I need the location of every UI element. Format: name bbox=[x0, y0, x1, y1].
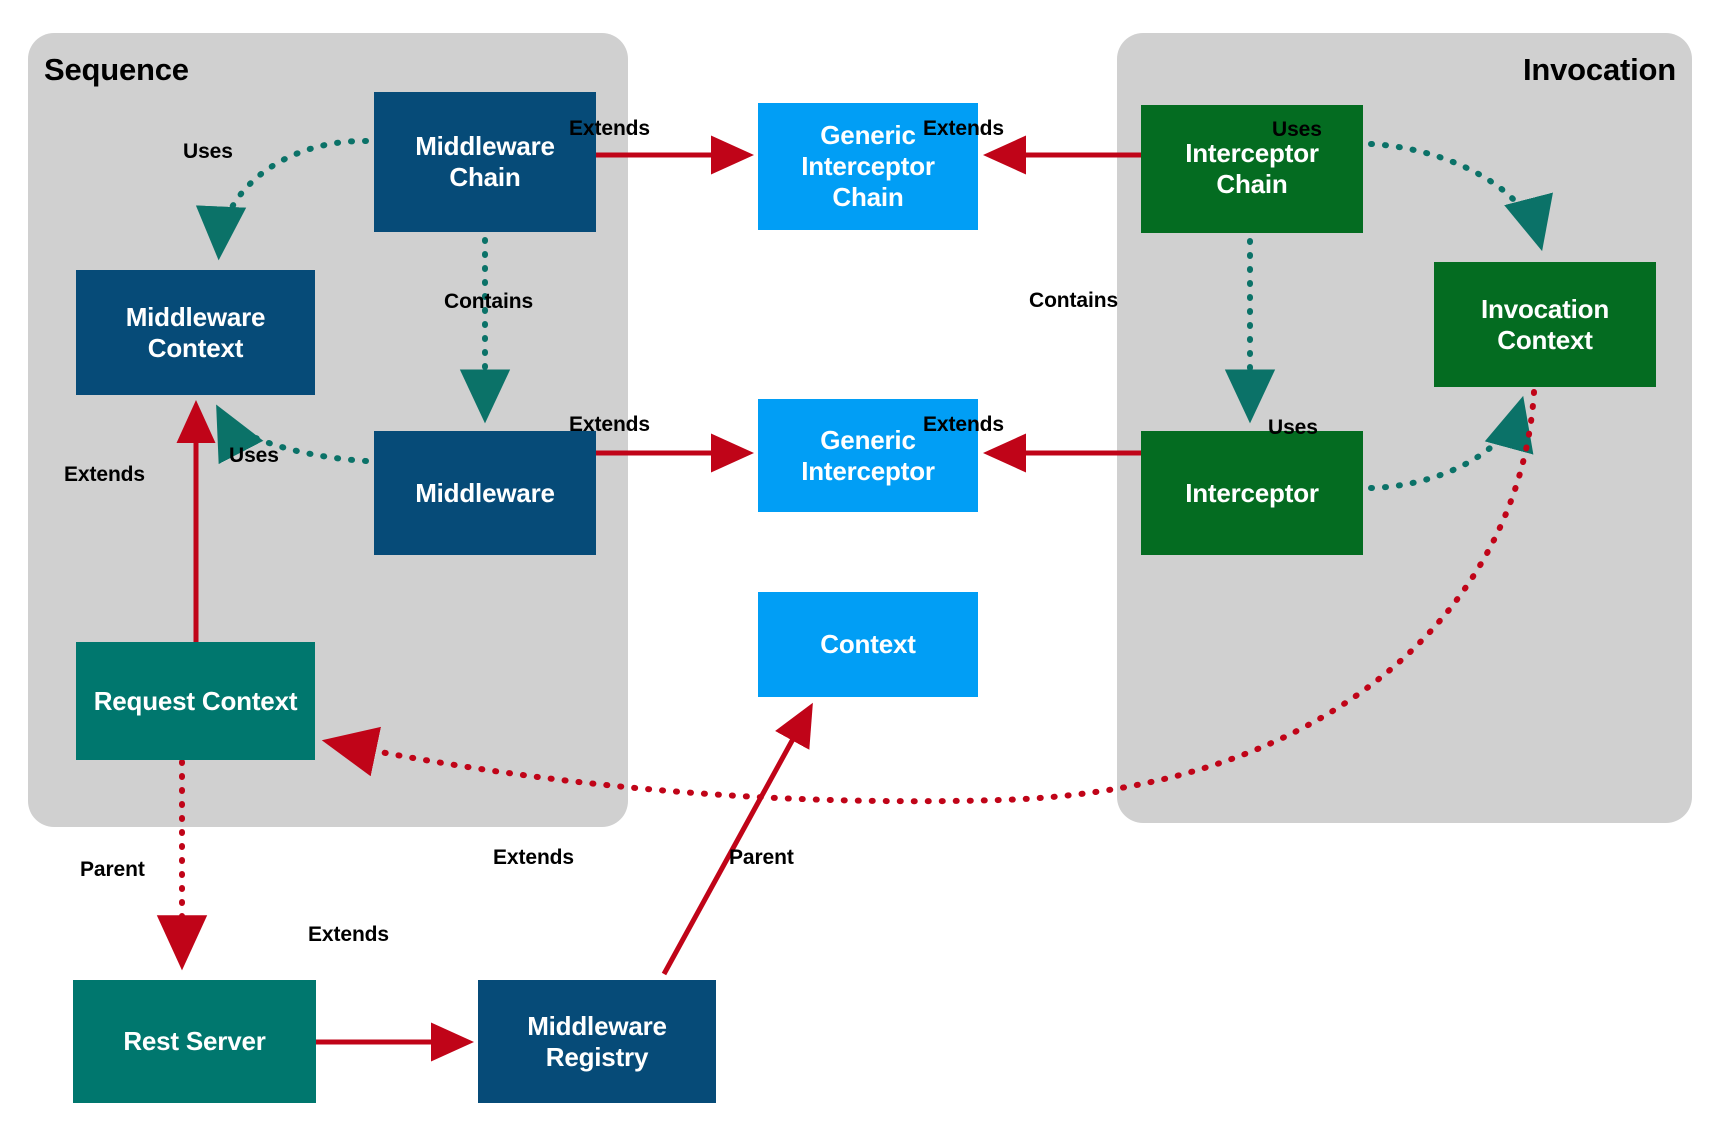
node-generic-interceptor[interactable]: Generic Interceptor bbox=[758, 399, 978, 512]
node-middleware-chain[interactable]: Middleware Chain bbox=[374, 92, 596, 232]
node-middleware-context[interactable]: Middleware Context bbox=[76, 270, 315, 395]
edge-label-extends-mw-gi: Extends bbox=[569, 413, 650, 436]
edge-label-parent-reqctx-restserver: Parent bbox=[80, 858, 145, 881]
node-interceptor[interactable]: Interceptor bbox=[1141, 431, 1363, 555]
edge-label-uses-mw-mwcontext: Uses bbox=[229, 444, 279, 467]
edge-label-extends-icchain-gic: Extends bbox=[923, 117, 1004, 140]
edge-label-uses-icchain-invctx: Uses bbox=[1272, 118, 1322, 141]
node-middleware[interactable]: Middleware bbox=[374, 431, 596, 555]
edge-label-extends-mwchain-gic: Extends bbox=[569, 117, 650, 140]
node-invocation-context[interactable]: Invocation Context bbox=[1434, 262, 1656, 387]
edge-label-extends-restserver-mwreg: Extends bbox=[308, 923, 389, 946]
edge-label-extends-reqctx-mwctx: Extends bbox=[64, 463, 145, 486]
edge-label-extends-mwreg-context: Extends bbox=[493, 846, 574, 869]
node-rest-server[interactable]: Rest Server bbox=[73, 980, 316, 1103]
node-context[interactable]: Context bbox=[758, 592, 978, 697]
edge-label-uses-mwchain-mwcontext: Uses bbox=[183, 140, 233, 163]
panel-title-sequence: Sequence bbox=[44, 52, 189, 87]
node-middleware-registry[interactable]: Middleware Registry bbox=[478, 980, 716, 1103]
node-request-context[interactable]: Request Context bbox=[76, 642, 315, 760]
edge-label-extends-ic-gi: Extends bbox=[923, 413, 1004, 436]
node-generic-interceptor-chain[interactable]: Generic Interceptor Chain bbox=[758, 103, 978, 230]
edge-label-parent-invctx-reqctx: Parent bbox=[729, 846, 794, 869]
edge-mwreg-extends-context bbox=[661, 702, 813, 976]
edge-label-contains-mwchain-mw: Contains bbox=[444, 290, 534, 313]
edge-label-contains-icchain-ic: Contains bbox=[1029, 289, 1119, 312]
node-interceptor-chain[interactable]: Interceptor Chain bbox=[1141, 105, 1363, 233]
panel-title-invocation: Invocation bbox=[1522, 52, 1676, 87]
edge-label-uses-ic-invctx: Uses bbox=[1268, 416, 1318, 439]
